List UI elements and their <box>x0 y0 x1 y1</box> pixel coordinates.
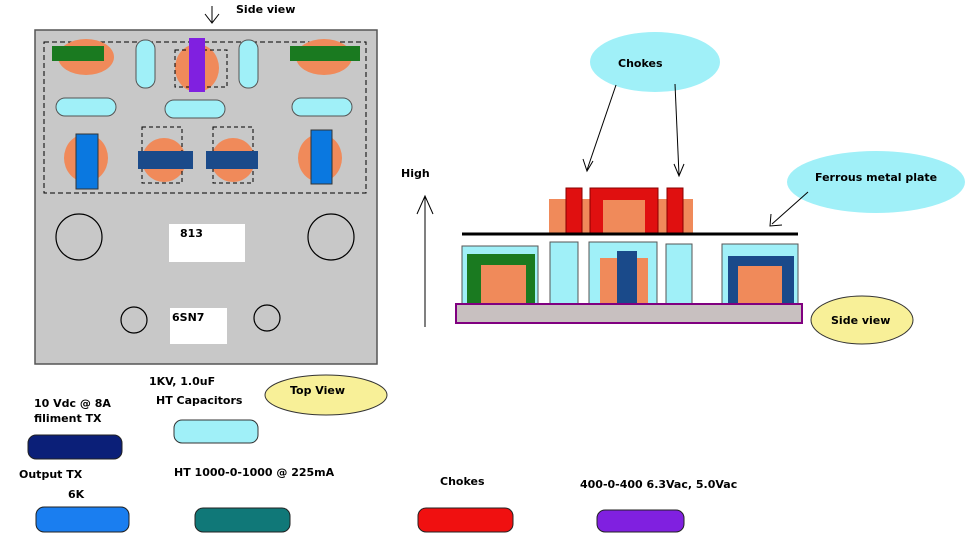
legend-filament-line1: 10 Vdc @ 8A <box>34 397 111 410</box>
chokes-bubble <box>590 32 720 92</box>
cap-vertical-left <box>135 39 156 89</box>
legend-swatch-output-tx <box>35 506 130 533</box>
tube-813-label: 813 <box>180 227 203 240</box>
cap-horizontal-2 <box>164 99 226 119</box>
legend-swatch-mains-tx <box>596 509 685 533</box>
choke-left <box>565 187 583 234</box>
legend-filament-line2: filiment TX <box>34 412 102 425</box>
high-label: High <box>401 167 430 180</box>
socket-813-right <box>307 213 355 261</box>
side-cap-2 <box>665 243 693 305</box>
side-view-bubble <box>810 295 914 345</box>
legend-swatch-chokes <box>417 507 514 533</box>
side-output-tx-core <box>738 266 782 304</box>
label-box-813 <box>169 224 245 262</box>
side-mains-bar <box>617 251 637 304</box>
tube-6sn7-label: 6SN7 <box>172 311 205 324</box>
ferrous-pointer <box>771 191 809 225</box>
legend-swatch-ht-caps <box>173 419 259 444</box>
choke-center-inner <box>603 200 645 233</box>
top-view-bubble <box>264 374 388 416</box>
up-arrow-icon <box>416 194 434 327</box>
legend-swatch-filament-tx <box>27 434 123 460</box>
filament-tx-right <box>206 151 258 169</box>
side-view-top-label: Side view <box>236 3 296 16</box>
ht-tx-left <box>52 46 104 61</box>
socket-6sn7-left <box>120 306 148 334</box>
legend-output-tx-line2: 6K <box>68 488 85 501</box>
choke-pointer-1-head <box>582 158 594 173</box>
filament-tx-left <box>138 151 193 169</box>
legend-swatch-ht-tx <box>194 507 291 533</box>
ferrous-bubble-label: Ferrous metal plate <box>815 171 938 184</box>
socket-813-left <box>55 213 103 261</box>
side-ht-tx-core <box>481 265 526 304</box>
ferrous-bubble <box>787 151 965 213</box>
top-view-bubble-label: Top View <box>290 384 346 397</box>
label-box-6sn7 <box>170 308 227 344</box>
ht-tx-right <box>290 46 360 61</box>
legend-mains-tx: 400-0-400 6.3Vac, 5.0Vac <box>580 478 738 491</box>
cap-vertical-right <box>238 39 259 89</box>
legend-chokes: Chokes <box>440 475 485 488</box>
output-tx-left <box>75 133 99 190</box>
cap-horizontal-3 <box>291 97 353 117</box>
legend-ht-tx: HT 1000-0-1000 @ 225mA <box>174 466 335 479</box>
legend-output-tx-line1: Output TX <box>19 468 83 481</box>
choke-right <box>666 187 684 234</box>
output-tx-right <box>310 129 333 185</box>
chokes-bubble-label: Chokes <box>618 57 663 70</box>
mains-tx-bar <box>189 38 205 92</box>
choke-pointer-1 <box>586 84 617 171</box>
socket-6sn7-right <box>253 304 281 332</box>
cap-horizontal-1 <box>55 97 117 117</box>
down-arrow-icon <box>204 6 220 24</box>
choke-pointer-2-head <box>673 163 685 178</box>
ferrous-pointer-head <box>769 213 783 227</box>
base-plate <box>455 303 803 324</box>
choke-pointer-2 <box>674 83 680 176</box>
legend-ht-caps-line1: 1KV, 1.0uF <box>149 375 216 388</box>
side-view-bubble-label: Side view <box>831 314 891 327</box>
side-cap-1 <box>549 241 579 305</box>
legend-ht-caps-line2: HT Capacitors <box>156 394 243 407</box>
